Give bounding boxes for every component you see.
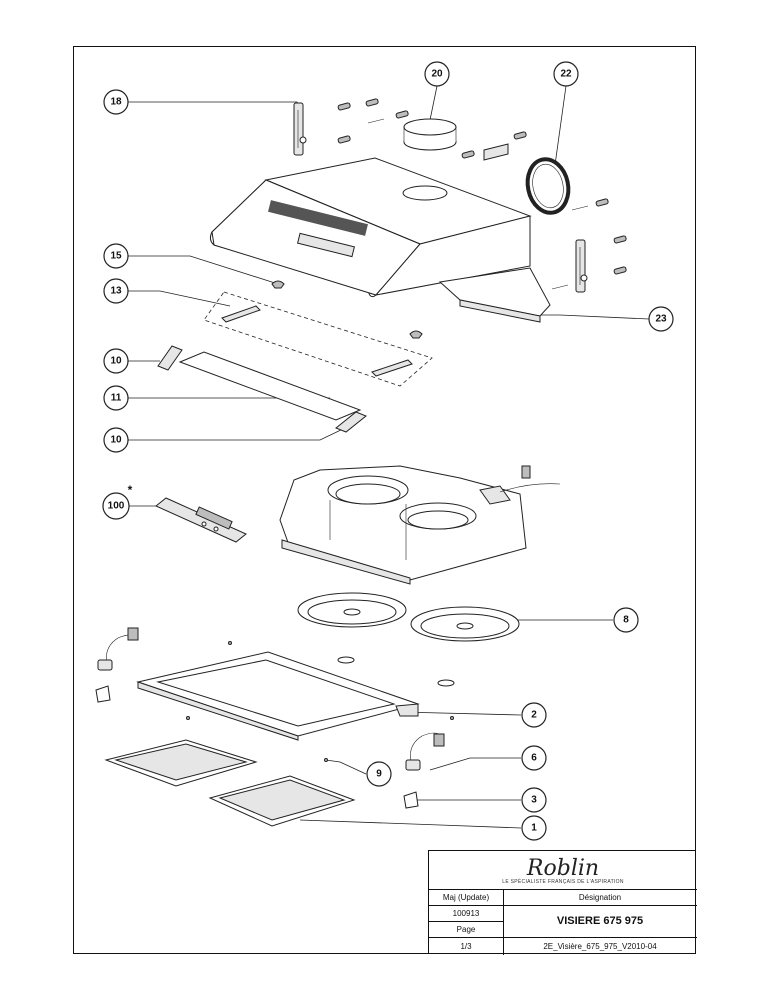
callout-13-label: 13 [110, 286, 122, 297]
part-22-ring-seal [525, 157, 571, 215]
maj-label: Maj (Update) [442, 892, 490, 902]
callout-13: 13 [103, 278, 129, 304]
page-label: Page [456, 924, 476, 934]
callout-20: 20 [424, 61, 450, 87]
callout-2: 2 [521, 702, 547, 728]
callout-3: 3 [521, 787, 547, 813]
callout-10-bottom-label: 10 [110, 435, 122, 446]
callout-23-label: 23 [655, 314, 667, 325]
callout-9: 9 [366, 761, 392, 787]
callout-6: 6 [521, 745, 547, 771]
callout-11: 11 [103, 385, 129, 411]
brand-tagline: LE SPÉCIALISTE FRANÇAIS DE L'ASPIRATION [502, 878, 624, 885]
callout-3-label: 3 [531, 795, 537, 806]
callout-10-top-label: 10 [110, 356, 122, 367]
part-2-lower-frame [136, 651, 420, 741]
motor-housing [279, 465, 561, 585]
callout-18: 18 [103, 89, 129, 115]
small-nuts [186, 641, 455, 762]
part-10-11-visor [157, 345, 367, 433]
callout-100-asterisk: * [128, 483, 133, 497]
screws-right [551, 198, 627, 290]
brand-logo: Roblin LE SPÉCIALISTE FRANÇAIS DE L'ASPI… [429, 851, 697, 889]
callout-10-bottom: 10 [103, 427, 129, 453]
callout-8-label: 8 [623, 615, 629, 626]
brand-name: Roblin [526, 855, 600, 881]
callout-11-label: 11 [111, 393, 122, 404]
title-block: Roblin LE SPÉCIALISTE FRANÇAIS DE L'ASPI… [428, 850, 697, 955]
designation-label: Désignation [578, 892, 622, 902]
callout-22: 22 [553, 61, 579, 87]
callout-100: 100 * [102, 483, 133, 520]
callout-20-label: 20 [431, 69, 443, 80]
leader-lines [128, 85, 650, 829]
callout-2-label: 2 [531, 710, 537, 721]
drawing-reference: 2E_Visière_675_975_V2010-04 [543, 941, 657, 951]
callout-1: 1 [521, 815, 547, 841]
part-3-lamp-bulb [403, 791, 419, 809]
designation-value: VISIERE 675 975 [556, 915, 644, 927]
page-value: 1/3 [460, 941, 472, 951]
callout-15: 15 [103, 243, 129, 269]
callout-6-label: 6 [531, 753, 537, 764]
part-20-duct-collar [403, 118, 509, 161]
part-6-lamp-socket [405, 732, 445, 771]
screws-top [337, 98, 527, 159]
part-18-mounting-bracket [293, 102, 307, 156]
callout-23: 23 [648, 306, 674, 332]
callout-10-top: 10 [103, 348, 129, 374]
part-100-control-board [155, 497, 247, 543]
hood-body [209, 157, 551, 323]
part-1-grease-filters [104, 739, 356, 827]
mounting-bracket-right [575, 239, 588, 293]
callout-22-label: 22 [560, 69, 572, 80]
callout-100-label: 100 [108, 501, 125, 512]
lamp-left-assembly [95, 627, 139, 703]
callout-15-label: 15 [110, 251, 122, 262]
part-13-filter-frame [203, 291, 433, 387]
part-8-motor-plates [297, 592, 520, 642]
callout-9-label: 9 [376, 769, 382, 780]
part-15-clip [271, 280, 285, 289]
drawing-frame [73, 46, 696, 954]
callout-1-label: 1 [531, 823, 537, 834]
maj-value: 100913 [452, 908, 480, 918]
callout-18-label: 18 [110, 97, 122, 108]
callout-8: 8 [613, 607, 639, 633]
